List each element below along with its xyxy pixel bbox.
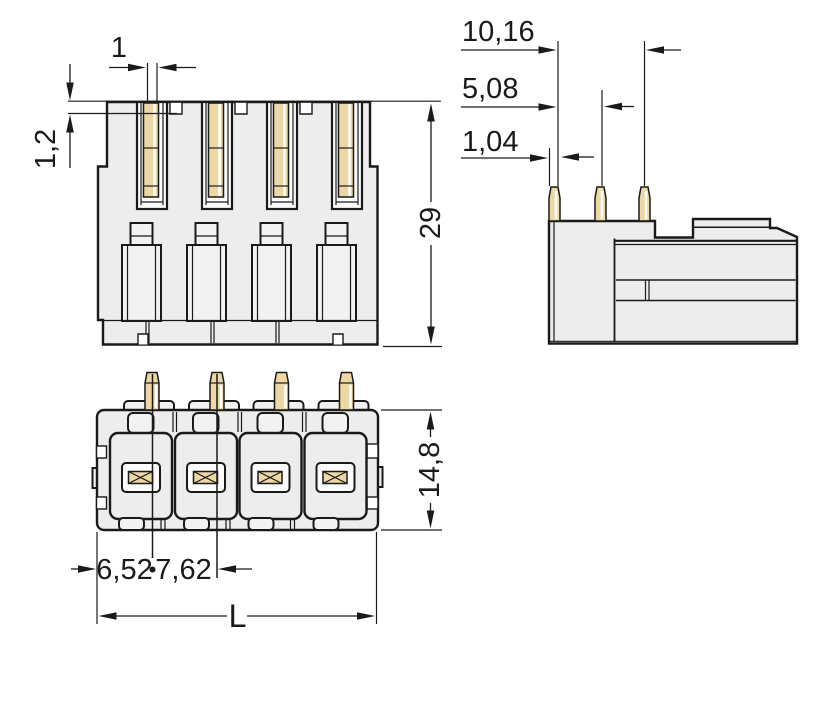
dim-label-collar-depth: 1,2 — [30, 129, 62, 169]
dim-pin-span: 10,16 — [461, 16, 681, 54]
plan-pins — [144, 371, 355, 411]
dim-label-body-depth: 14,8 — [414, 442, 446, 498]
front-contact-slots — [135, 100, 364, 211]
plan-bottom-tabs — [118, 517, 340, 531]
side-view: 10,16 5,08 1,04 — [461, 16, 799, 345]
dim-label-housing-height: 29 — [415, 207, 447, 239]
plan-edge-notches — [95, 443, 379, 510]
dim-label-edge-to-first-pin: 6,52 — [96, 554, 152, 586]
dim-pin-thickness: 1,04 — [461, 126, 594, 162]
plan-view: 14,8 6,52 7,62 L — [71, 371, 446, 634]
dim-pin-positions: 6,52 7,62 — [71, 532, 252, 624]
side-pins — [548, 186, 651, 222]
dim-total-length: L — [98, 532, 378, 634]
dim-label-pin-pitch-side: 5,08 — [462, 73, 518, 105]
dim-pin-width: 1 — [109, 32, 196, 101]
dim-body-depth: 14,8 — [381, 409, 446, 531]
dim-label-pin-span: 10,16 — [462, 16, 535, 48]
side-housing-body — [547, 217, 799, 345]
dim-label-pin-thickness: 1,04 — [462, 126, 518, 158]
dim-housing-height: 29 — [383, 103, 447, 348]
front-pedestals — [121, 222, 357, 322]
dim-label-pin-pitch: 7,62 — [155, 554, 211, 586]
dim-label-pin-width: 1 — [111, 32, 127, 64]
dim-label-total-length: L — [229, 598, 247, 634]
dim-pin-pitch-side: 5,08 — [461, 73, 634, 111]
front-base-strip — [103, 319, 377, 345]
dim-collar-depth: 1,2 — [30, 64, 74, 169]
front-view: 1 1,2 29 — [30, 32, 447, 348]
side-body-details — [550, 222, 796, 342]
